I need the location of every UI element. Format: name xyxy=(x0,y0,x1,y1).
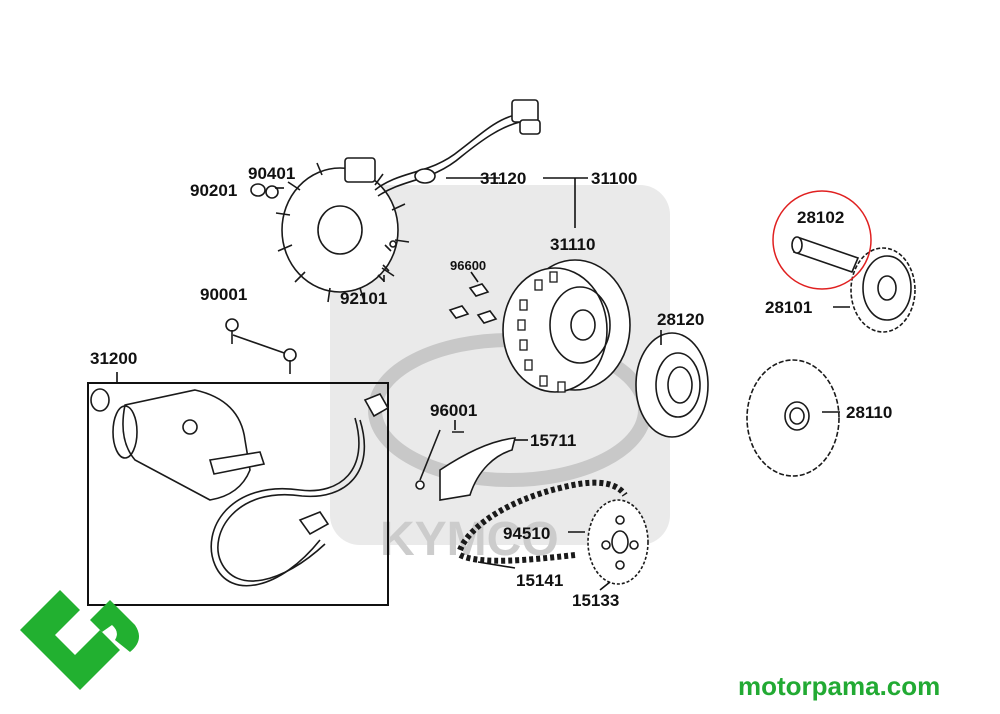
label-28110: 28110 xyxy=(846,403,892,422)
washer-90201 xyxy=(250,183,279,199)
label-15711: 15711 xyxy=(530,431,576,450)
gear-28110 xyxy=(746,359,840,477)
label-15133: 15133 xyxy=(572,591,619,610)
sprocket-15133 xyxy=(587,499,649,585)
site-url: motorpama.com xyxy=(738,671,940,701)
flywheel-31110 xyxy=(502,259,631,393)
motorpama-mp-logo-icon xyxy=(20,590,139,690)
label-96001: 96001 xyxy=(430,401,477,420)
starter-motor-box xyxy=(87,382,390,606)
bolt-92101 xyxy=(377,240,397,282)
bolt-90001 xyxy=(225,318,297,374)
highlight-circle xyxy=(772,190,872,290)
label-94510: 94510 xyxy=(503,524,550,543)
label-96600: 96600 xyxy=(450,258,486,273)
label-90401: 90401 xyxy=(248,164,295,183)
gear-28101 xyxy=(850,247,916,333)
label-28101: 28101 xyxy=(765,298,812,317)
chain-guide-15711 xyxy=(415,429,517,501)
cam-chain-15141 xyxy=(457,479,628,564)
label-15141: 15141 xyxy=(516,571,563,590)
label-90001: 90001 xyxy=(200,285,247,304)
label-31110: 31110 xyxy=(550,235,595,254)
label-28102: 28102 xyxy=(797,208,844,227)
label-31100: 31100 xyxy=(591,169,637,188)
label-28120: 28120 xyxy=(657,310,704,329)
part-labels: 90401 90201 31120 31100 31110 92101 9660… xyxy=(90,164,892,610)
key-96600 xyxy=(448,283,498,324)
label-31120: 31120 xyxy=(480,169,526,188)
leader-lines xyxy=(116,177,850,591)
label-90201: 90201 xyxy=(190,181,237,200)
shaft-28102 xyxy=(791,236,860,273)
label-92101: 92101 xyxy=(340,289,387,308)
stator-assembly xyxy=(275,99,541,303)
starter-clutch-28120 xyxy=(635,332,709,438)
label-31200: 31200 xyxy=(90,349,137,368)
